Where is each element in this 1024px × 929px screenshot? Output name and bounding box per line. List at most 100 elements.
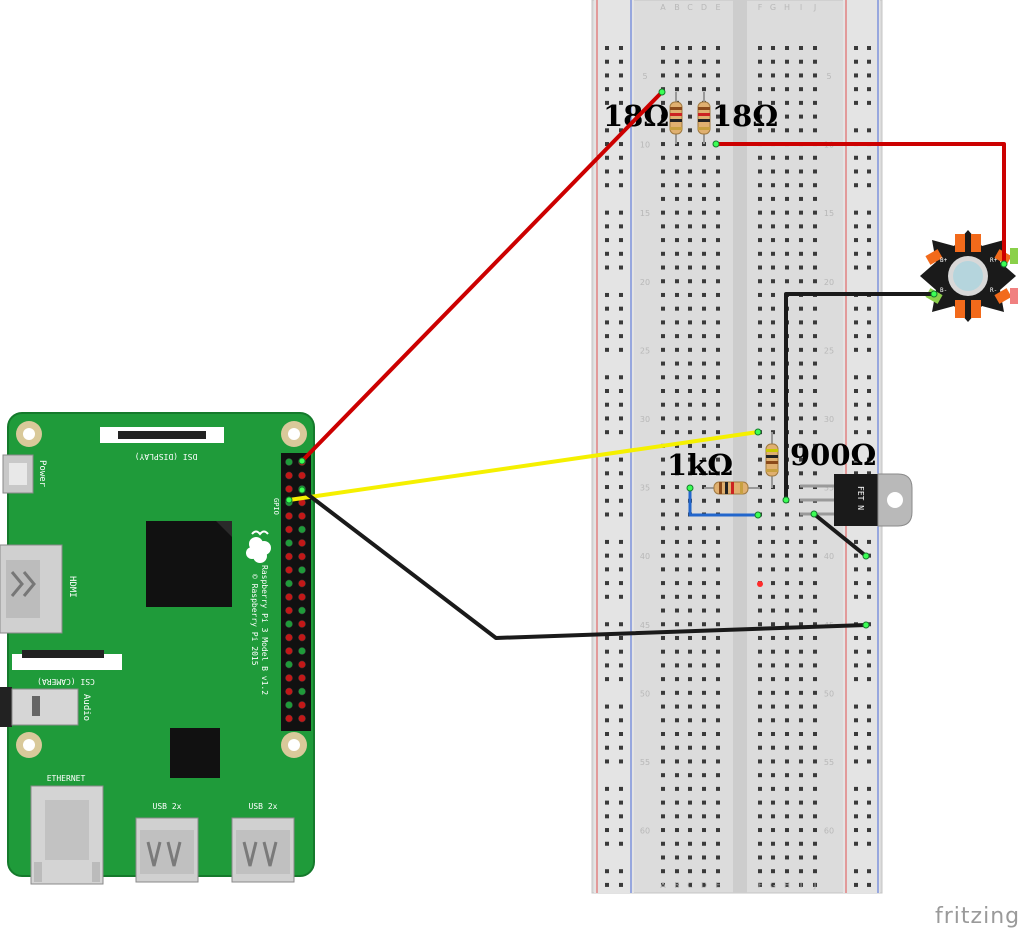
breadboard-hole — [688, 196, 692, 201]
breadboard-hole — [716, 718, 720, 723]
breadboard-hole — [854, 594, 858, 599]
breadboard-hole — [716, 663, 720, 668]
resistor-r4-label: 900Ω — [790, 438, 876, 472]
breadboard-hole — [799, 635, 803, 640]
breadboard-hole — [605, 265, 609, 270]
breadboard-hole — [771, 718, 775, 723]
gpio-pin — [285, 606, 293, 615]
mounting-hole — [16, 732, 42, 758]
breadboard-hole — [716, 814, 720, 819]
hdmi-label: HDMI — [67, 576, 77, 598]
breadboard-hole — [867, 704, 871, 709]
breadboard-hole — [758, 402, 762, 407]
mounting-hole — [281, 732, 307, 758]
breadboard-hole — [716, 375, 720, 380]
breadboard-hole — [854, 59, 858, 64]
wire-terminal — [712, 140, 720, 148]
breadboard-hole — [799, 306, 803, 311]
breadboard-column-label: B — [674, 3, 680, 12]
breadboard-hole — [619, 704, 623, 709]
breadboard-hole — [854, 649, 858, 654]
breadboard-hole — [854, 869, 858, 874]
breadboard-column-label: D — [701, 3, 707, 12]
breadboard-hole — [758, 46, 762, 50]
breadboard-hole — [867, 786, 871, 791]
breadboard-hole — [702, 292, 706, 297]
breadboard-hole — [688, 732, 692, 736]
audio-connector: Audio — [0, 687, 91, 727]
usb1-label: USB 2x — [153, 802, 182, 811]
breadboard-hole — [813, 128, 817, 133]
breadboard-hole — [813, 690, 817, 695]
breadboard-hole — [771, 224, 775, 229]
breadboard-hole — [785, 690, 789, 695]
breadboard-hole — [675, 87, 679, 92]
breadboard-hole — [867, 732, 871, 736]
breadboard-hole — [799, 361, 803, 366]
breadboard-hole — [702, 759, 706, 764]
breadboard-row-label: 15 — [640, 209, 650, 218]
breadboard-hole — [854, 732, 858, 736]
breadboard-hole — [619, 745, 623, 750]
breadboard-hole — [661, 828, 665, 833]
breadboard-hole — [813, 471, 817, 476]
wire-black-mosfet — [812, 512, 868, 558]
breadboard-hole — [854, 567, 858, 572]
breadboard-hole — [758, 347, 762, 352]
breadboard-hole — [854, 800, 858, 805]
breadboard-hole — [702, 183, 706, 188]
breadboard-hole — [813, 732, 817, 736]
gpio-pin — [285, 539, 293, 547]
breadboard-hole — [702, 46, 706, 50]
breadboard-column-label: J — [813, 881, 816, 890]
breadboard-hole — [771, 512, 775, 517]
breadboard-hole — [688, 279, 692, 284]
breadboard-hole — [702, 402, 706, 407]
breadboard-hole — [758, 690, 762, 695]
breadboard-hole — [716, 882, 720, 887]
breadboard-hole — [771, 814, 775, 819]
gpio-pin — [298, 471, 306, 480]
breadboard-hole — [716, 196, 720, 201]
breadboard-hole — [799, 457, 803, 462]
breadboard-hole — [785, 73, 789, 78]
breadboard-hole — [785, 786, 789, 791]
breadboard-hole — [605, 87, 609, 92]
breadboard-hole — [619, 320, 623, 325]
breadboard-hole — [799, 73, 803, 78]
breadboard-hole — [758, 361, 762, 366]
breadboard-hole — [702, 553, 706, 558]
breadboard-hole — [661, 73, 665, 78]
breadboard-hole — [661, 745, 665, 750]
breadboard-hole — [867, 155, 871, 160]
breadboard-hole — [605, 649, 609, 654]
breadboard-hole — [605, 567, 609, 572]
breadboard-hole — [813, 361, 817, 366]
breadboard-hole — [675, 238, 679, 243]
breadboard-hole — [605, 169, 609, 174]
breadboard-hole — [813, 169, 817, 174]
breadboard-hole — [813, 553, 817, 558]
wire-terminal — [862, 621, 870, 629]
breadboard-hole — [688, 128, 692, 133]
breadboard-hole — [758, 100, 762, 105]
breadboard-hole — [688, 73, 692, 78]
breadboard-hole — [688, 773, 692, 778]
breadboard-hole — [688, 553, 692, 558]
breadboard-hole — [785, 251, 789, 256]
breadboard-hole — [661, 430, 665, 435]
breadboard-hole — [688, 320, 692, 325]
breadboard-hole — [661, 759, 665, 764]
breadboard-hole — [702, 869, 706, 874]
breadboard-hole — [771, 334, 775, 339]
mounting-hole — [281, 421, 307, 447]
breadboard-hole — [771, 526, 775, 531]
power-label: Power — [37, 460, 47, 488]
breadboard-hole — [688, 87, 692, 92]
breadboard-hole — [605, 251, 609, 256]
led-pin-label: B- — [940, 287, 947, 294]
breadboard-hole — [619, 416, 623, 421]
breadboard-hole — [661, 553, 665, 558]
breadboard-hole — [813, 375, 817, 380]
